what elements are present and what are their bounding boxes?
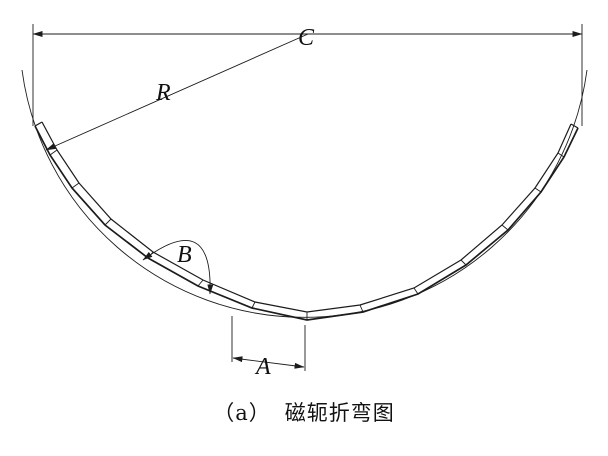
bend-angle-arc: [142, 240, 214, 295]
chord-label: C: [298, 25, 315, 51]
bend-angle-label: B: [177, 242, 192, 268]
reference-arc: [21, 69, 588, 318]
radius-label: R: [155, 80, 171, 106]
strip-bend-lines: [49, 149, 565, 320]
figure-caption: （a） 磁轭折弯图: [0, 396, 608, 430]
caption-title: 磁轭折弯图: [284, 401, 395, 425]
segment-length-dimension: [231, 316, 306, 371]
strip-left-end: [34, 121, 43, 127]
strip-right-end: [570, 123, 579, 129]
bent-strip-inner-edge: [41, 121, 572, 313]
caption-part-label: （a）: [213, 401, 271, 425]
radius-dimension-line: [45, 33, 309, 151]
segment-length-label: A: [254, 354, 271, 380]
